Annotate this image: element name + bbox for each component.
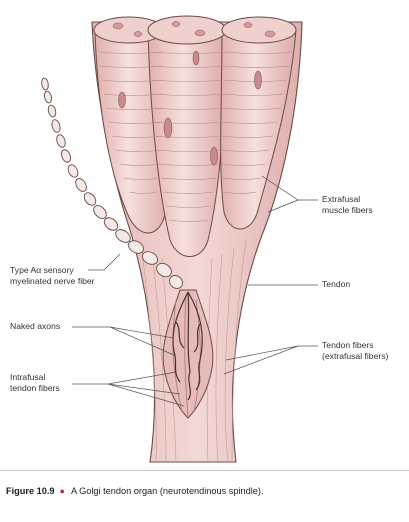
fiber-cross-sections: [93, 15, 297, 45]
nucleus: [254, 70, 262, 90]
leader-extrafusal: [261, 175, 318, 213]
nucleus: [163, 117, 173, 139]
label-tendon-fibers: Tendon fibers (extrafusal fibers): [322, 340, 388, 362]
nucleus: [118, 91, 126, 109]
nucleus: [192, 50, 200, 66]
label-intrafusal-line1: Intrafusal: [10, 372, 46, 382]
label-intrafusal-tendon-fibers: Intrafusal tendon fibers: [10, 372, 60, 394]
caption-bullet-icon: ●: [59, 486, 65, 496]
naked-axons: [172, 291, 203, 401]
label-nerve-line2: myelinated nerve fiber: [10, 276, 95, 286]
leader-nerve: [88, 253, 121, 271]
leader-tendon-fibers: [223, 345, 318, 375]
leader-lines: [72, 175, 318, 407]
label-nerve-fiber: Type Aα sensory myelinated nerve fiber: [10, 265, 95, 287]
leader-intrafusal: [72, 371, 185, 407]
label-intrafusal-line2: tendon fibers: [10, 383, 60, 393]
myelinated-nerve-fiber: [41, 77, 183, 289]
caption-text: A Golgi tendon organ (neurotendinous spi…: [70, 486, 264, 496]
extrafusal-muscle-fibers: [94, 29, 297, 257]
caption-divider: [0, 470, 409, 471]
label-extrafusal-muscle-fibers: Extrafusal muscle fibers: [322, 194, 373, 216]
label-tendon-fibers-line1: Tendon fibers: [322, 340, 374, 350]
label-extrafusal-line1: Extrafusal: [322, 194, 361, 204]
label-tendon: Tendon: [322, 279, 351, 289]
label-tendon-fibers-line2: (extrafusal fibers): [322, 351, 389, 361]
label-naked-axons: Naked axons: [10, 321, 61, 331]
label-extrafusal-line2: muscle fibers: [322, 205, 373, 215]
leader-naked-axons: [72, 326, 177, 357]
nucleus: [210, 146, 218, 166]
label-nerve-line1: Type Aα sensory: [10, 265, 74, 275]
figure-number: Figure 10.9: [6, 486, 55, 496]
figure-caption: Figure 10.9 ● A Golgi tendon organ (neurot…: [6, 486, 264, 496]
